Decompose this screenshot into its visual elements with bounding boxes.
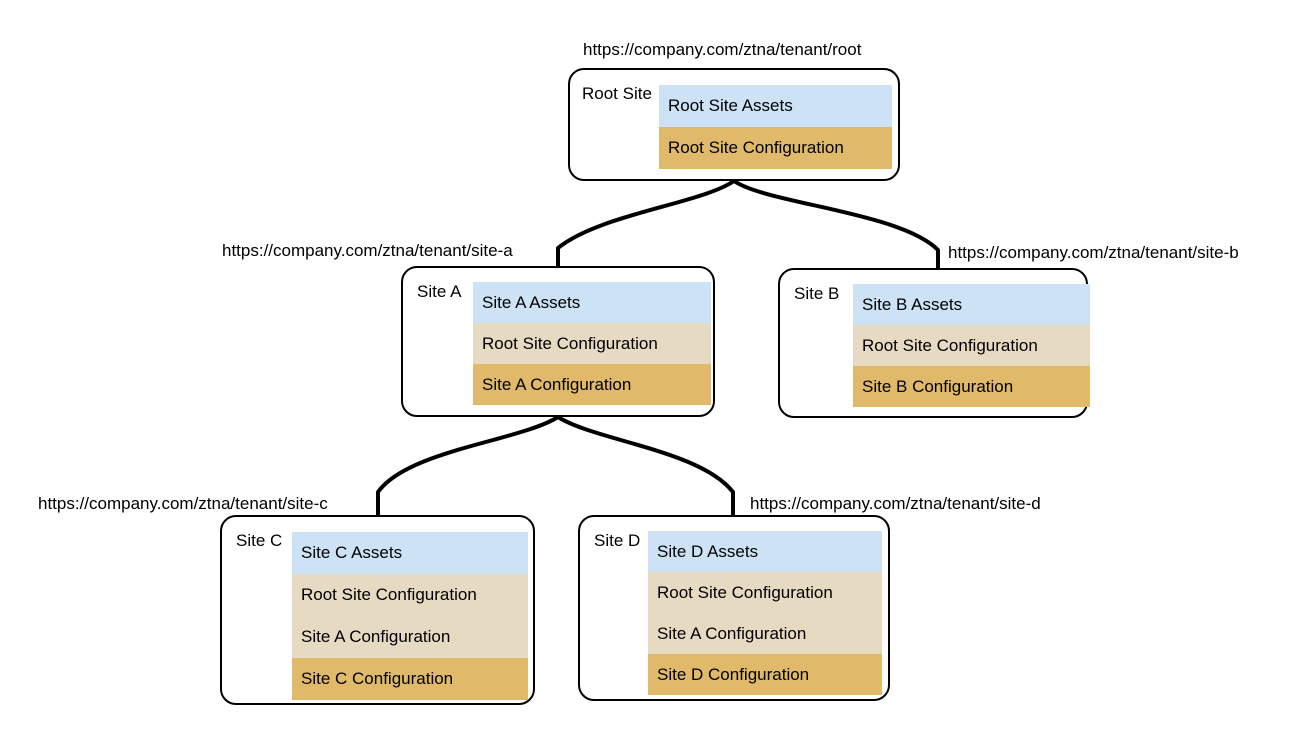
band-inherited-config-site-c[interactable]: Root Site Configuration	[292, 574, 528, 616]
band-assets-site-d[interactable]: Site D Assets	[648, 531, 882, 572]
band-own-config-site-b[interactable]: Site B Configuration	[853, 366, 1090, 407]
node-title-root: Root Site	[582, 84, 652, 103]
node-title-site-b: Site B	[794, 284, 840, 303]
band-inherited-config-site-b[interactable]: Root Site Configuration	[853, 325, 1090, 366]
band-own-config-site-c[interactable]: Site C Configuration	[292, 658, 528, 700]
url-label-site-a[interactable]: https://company.com/ztna/tenant/site-a	[222, 241, 513, 260]
edge-site-a-to-site-d	[556, 415, 735, 517]
edge-root-to-site-a	[556, 179, 736, 268]
band-assets-site-a[interactable]: Site A Assets	[473, 282, 711, 323]
band-inherited-config-site-a[interactable]: Root Site Configuration	[473, 323, 711, 364]
node-title-site-c: Site C	[236, 531, 283, 550]
edge-root-to-site-b	[732, 179, 940, 270]
band-inherited-config-site-d[interactable]: Site A Configuration	[648, 613, 882, 654]
band-own-config-site-a[interactable]: Site A Configuration	[473, 364, 711, 405]
band-inherited-config-site-d[interactable]: Root Site Configuration	[648, 572, 882, 613]
edge-site-a-to-site-c	[376, 415, 560, 517]
band-assets-site-c[interactable]: Site C Assets	[292, 532, 528, 574]
node-title-site-d: Site D	[594, 531, 641, 550]
band-inherited-config-site-c[interactable]: Site A Configuration	[292, 616, 528, 658]
band-assets-root[interactable]: Root Site Assets	[659, 85, 892, 127]
node-title-site-a: Site A	[417, 282, 462, 301]
url-label-site-d[interactable]: https://company.com/ztna/tenant/site-d	[750, 494, 1041, 513]
band-assets-site-b[interactable]: Site B Assets	[853, 284, 1090, 325]
band-own-config-root[interactable]: Root Site Configuration	[659, 127, 892, 169]
url-label-root[interactable]: https://company.com/ztna/tenant/root	[583, 40, 862, 59]
band-own-config-site-d[interactable]: Site D Configuration	[648, 654, 882, 695]
url-label-site-c[interactable]: https://company.com/ztna/tenant/site-c	[38, 494, 328, 513]
url-label-site-b[interactable]: https://company.com/ztna/tenant/site-b	[948, 243, 1239, 262]
